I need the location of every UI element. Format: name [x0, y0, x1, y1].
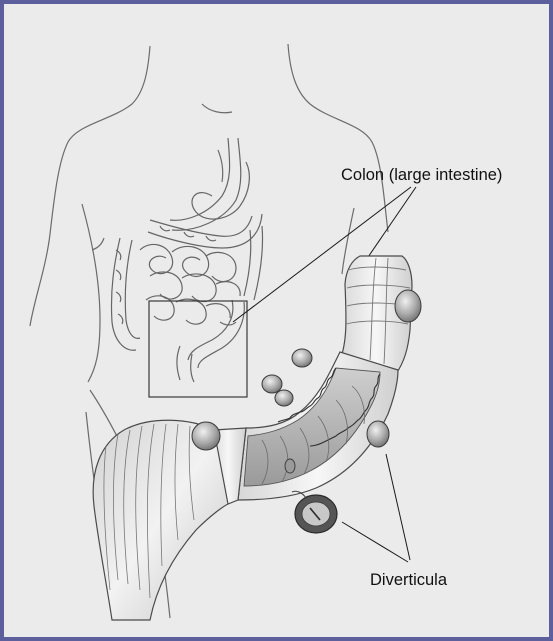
diverticulum-mid-left [192, 422, 220, 450]
diverticulum-upper-left [292, 349, 312, 367]
diverticulum-left-a [262, 375, 282, 393]
diverticulum-small-center [285, 459, 295, 473]
anatomy-illustration [4, 4, 549, 637]
colon-label: Colon (large intestine) [341, 166, 502, 185]
diverticulum-right [367, 421, 389, 447]
magnified-colon [93, 256, 421, 620]
diverticula-label: Diverticula [370, 571, 447, 590]
digestive-tract-overview [111, 138, 262, 382]
diverticulum-left-b [275, 390, 293, 406]
diverticulum-top-right [395, 290, 421, 322]
torso-outline [30, 44, 388, 618]
